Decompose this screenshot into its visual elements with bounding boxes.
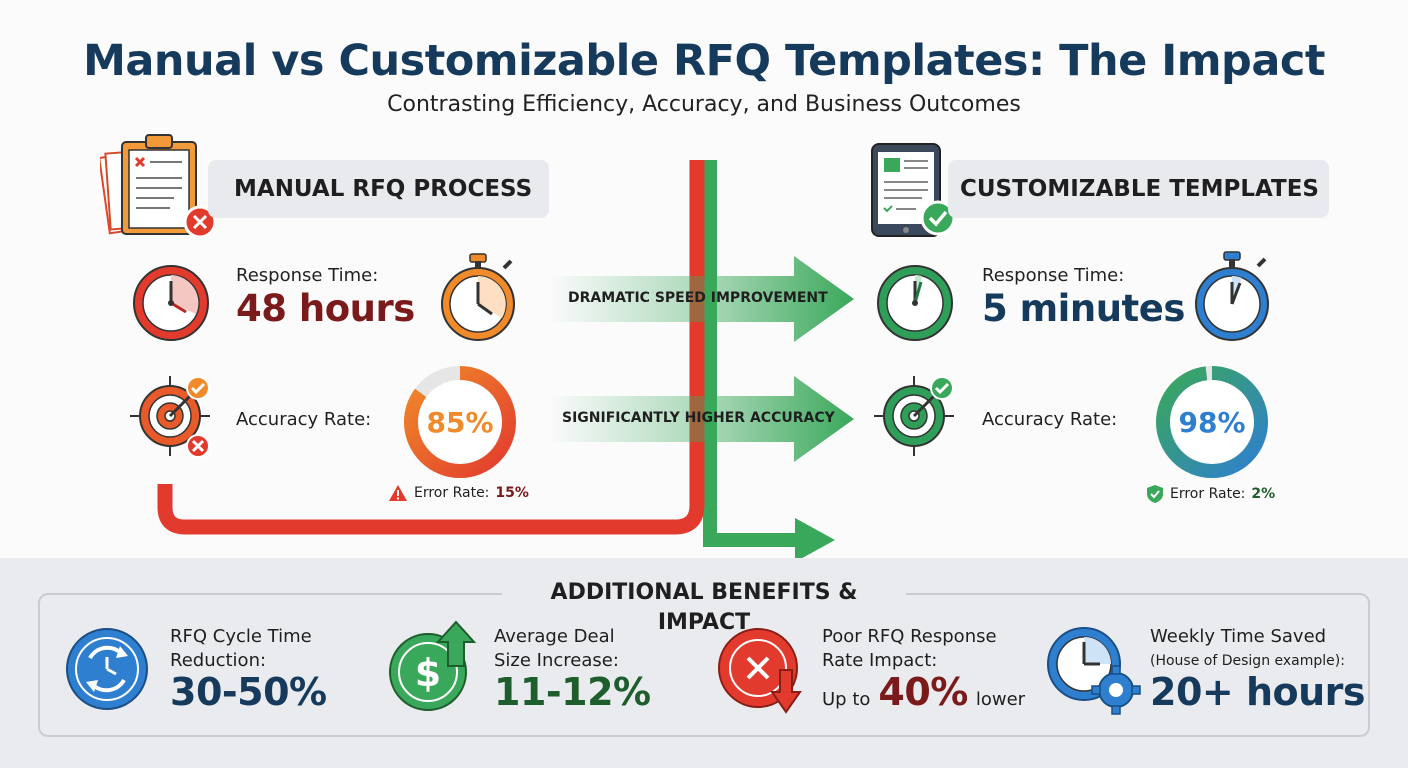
benefit-2-label-2: Size Increase: [494,650,619,671]
manual-error-label: Error Rate: [414,485,490,501]
benefit-1-label-2: Reduction: [170,650,267,671]
stopwatch-icon [441,253,515,341]
dollar-growth-icon: $ [389,620,477,711]
custom-error-label: Error Rate: [1170,486,1246,502]
warning-icon [389,485,407,501]
benefit-3-prefix: Up to [822,689,871,710]
custom-response-label: Response Time: [982,265,1125,286]
target-icon [874,376,954,456]
cycle-arrows-icon [66,628,148,710]
custom-heading: CUSTOMIZABLE TEMPLATES [948,160,1329,218]
benefit-4-value: 20+ hours [1150,670,1366,714]
page-title: Manual vs Customizable RFQ Templates: Th… [83,36,1325,86]
custom-accuracy-arc [1156,366,1268,478]
benefit-2-value: 11-12% [494,670,651,714]
benefit-3-value-row: Up to 40% lower [822,670,1025,714]
decline-icon [718,628,802,714]
benefit-2-label-1: Average Deal [494,626,615,647]
clock-icon [877,265,953,341]
benefit-3-value: 40% [878,670,968,714]
custom-accuracy-label: Accuracy Rate: [982,409,1118,430]
manual-accuracy-donut: 85% [404,366,516,478]
manual-accuracy-arc [404,366,516,478]
manual-response-value: 48 hours [236,287,415,330]
benefit-4-label-2: (House of Design example): [1150,653,1345,669]
custom-error-value: 2% [1251,486,1276,502]
page-subtitle: Contrasting Efficiency, Accuracy, and Bu… [387,92,1021,117]
speed-arrow [548,256,854,342]
manual-error: Error Rate: 15% [388,484,529,502]
benefit-3-label-1: Poor RFQ Response [822,626,997,647]
clock-gear-icon [1047,627,1141,715]
speed-arrow-label: DRAMATIC SPEED IMPROVEMENT [568,290,828,306]
manual-response-label: Response Time: [236,265,379,286]
custom-error: Error Rate: 2% [1146,484,1275,504]
target-icon [130,376,210,458]
stopwatch-icon [1195,251,1269,341]
benefit-1-value: 30-50% [170,670,327,714]
benefit-4-label-1: Weekly Time Saved [1150,626,1327,647]
clipboard-icon [100,134,217,239]
custom-accuracy-donut: 98% [1156,366,1268,478]
accuracy-arrow [548,376,854,462]
clock-icon [133,265,209,341]
shield-check-icon [1147,485,1163,503]
benefit-3-label-2: Rate Impact: [822,650,938,671]
manual-accuracy-value: 85% [426,406,493,439]
benefit-1-label-1: RFQ Cycle Time [170,626,312,647]
accuracy-arrow-label: SIGNIFICANTLY HIGHER ACCURACY [562,410,835,426]
manual-heading: MANUAL RFQ PROCESS [208,160,549,218]
benefits-title: ADDITIONAL BENEFITS & IMPACT [502,578,906,635]
manual-accuracy-label: Accuracy Rate: [236,409,372,430]
benefit-3-suffix: lower [975,689,1026,710]
svg-text:$: $ [415,651,441,695]
manual-error-value: 15% [495,485,529,501]
custom-response-value: 5 minutes [982,287,1185,330]
custom-accuracy-value: 98% [1178,406,1245,439]
tablet-icon [871,143,956,237]
